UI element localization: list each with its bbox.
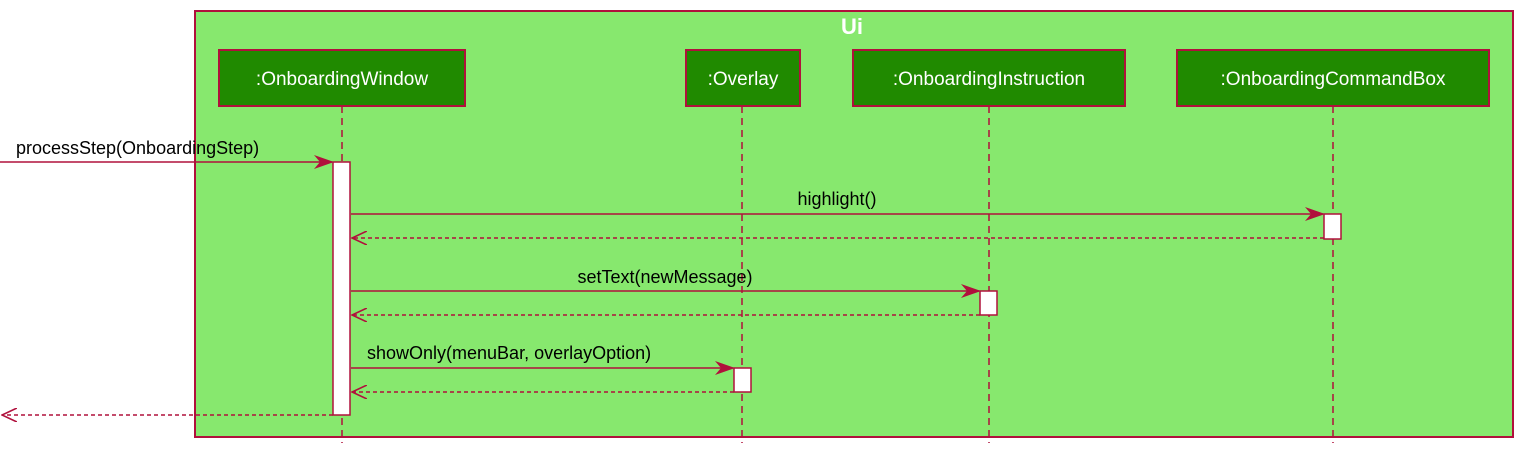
participant-label: :OnboardingWindow [256, 69, 428, 90]
participant-label: :Overlay [708, 69, 779, 90]
participant-onboarding-window: :OnboardingWindow [218, 49, 466, 107]
participant-overlay: :Overlay [685, 49, 801, 107]
activation-onboarding-window [332, 161, 351, 416]
message-set-text-label: setText(newMessage) [577, 267, 752, 287]
activation-overlay [733, 367, 752, 393]
frame-title: Ui [841, 14, 863, 39]
participant-onboarding-instruction: :OnboardingInstruction [852, 49, 1126, 107]
participant-label: :OnboardingInstruction [893, 69, 1085, 90]
message-highlight-label: highlight() [797, 189, 876, 209]
activation-onboarding-instruction [979, 290, 998, 316]
participant-label: :OnboardingCommandBox [1221, 69, 1446, 90]
participant-onboarding-command-box: :OnboardingCommandBox [1176, 49, 1490, 107]
message-show-only-label: showOnly(menuBar, overlayOption) [367, 343, 651, 363]
activation-onboarding-command-box [1323, 213, 1342, 240]
message-process-step-label: processStep(OnboardingStep) [16, 138, 259, 158]
